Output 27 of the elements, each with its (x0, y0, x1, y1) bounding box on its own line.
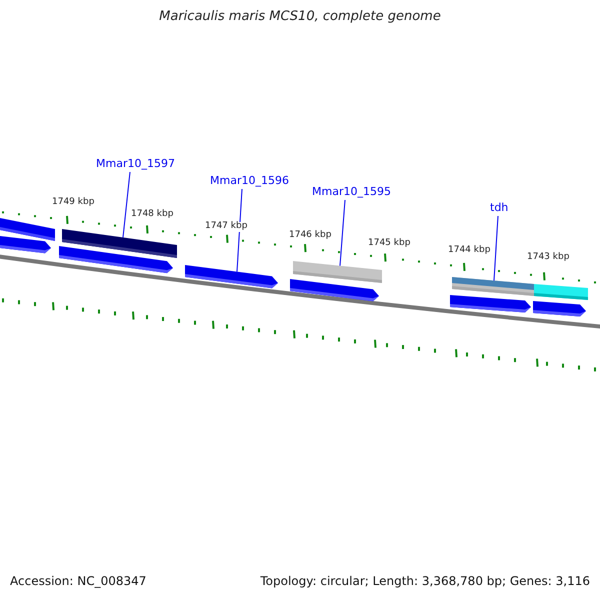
accession-text: Accession: NC_008347 (10, 575, 146, 588)
scale-label: 1746 kbp (289, 231, 332, 241)
scale-label: 1745 kbp (368, 239, 410, 249)
scale-label: 1744 kbp (448, 246, 490, 256)
gene-feature (450, 295, 531, 313)
gene-bar (534, 284, 588, 300)
gene-feature (533, 301, 586, 317)
summary-text: Topology: circular; Length: 3,368,780 bp; Genes: 3,116 (260, 575, 590, 588)
leader-line (494, 216, 498, 282)
gene-label: Mmar10_1596 (210, 175, 289, 188)
gene-feature (0, 236, 51, 254)
scale-label: 1747 kbp (205, 222, 248, 232)
scale-label: 1743 kbp (527, 253, 570, 263)
gene-bar (293, 261, 382, 283)
gene-feature (59, 246, 173, 274)
scale-label: 1749 kbp (52, 198, 94, 208)
gene-feature (185, 265, 278, 288)
leader-line (340, 200, 346, 266)
gene-feature (290, 279, 379, 302)
leader-line (122, 172, 130, 238)
gene-bar (452, 277, 534, 296)
scale-label: 1748 kbp (131, 210, 174, 220)
gene-label: Mmar10_1597 (96, 158, 175, 170)
gene-label: tdh (490, 202, 508, 214)
title: Maricaulis maris MCS10, complete genome (158, 10, 442, 24)
gene-label: Mmar10_1595 (312, 186, 391, 198)
leader-line (236, 188, 242, 272)
